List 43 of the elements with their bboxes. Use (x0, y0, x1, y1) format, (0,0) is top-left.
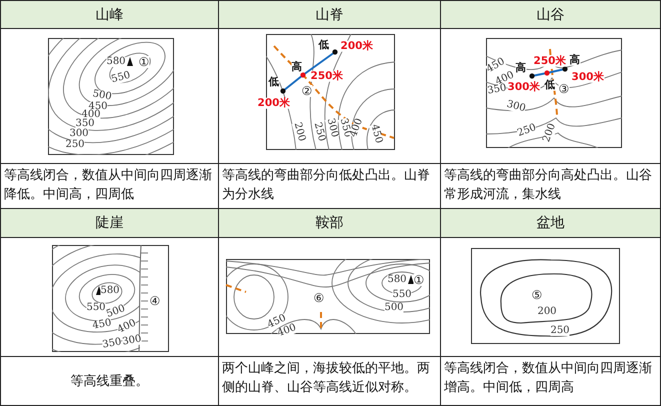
point-label: 高 (570, 54, 580, 66)
elevation-label: 300米 (572, 72, 604, 82)
region-number: ② (302, 85, 312, 97)
column-header: 山谷 (441, 1, 660, 28)
contour-value-label: 580 (100, 286, 120, 296)
contour-value-label: 580 (106, 57, 126, 67)
region-number: ④ (150, 295, 160, 307)
region-number: ⑥ (314, 292, 324, 304)
elevation-label: 200米 (340, 40, 374, 52)
contour-value-label: 500 (384, 303, 404, 313)
contour-value-label: 300 (69, 129, 89, 139)
region-number: ① (138, 56, 150, 68)
point-label: 低 (544, 80, 556, 90)
point-label: 低 (318, 40, 330, 50)
column-header: 鞍部 (219, 209, 440, 237)
contour-value-label: 400 (81, 110, 101, 120)
description-text: 等高线的弯曲部分向高处凸出。山谷常形成河流，集水线 (444, 167, 653, 204)
contour-value-label: 550 (86, 303, 106, 313)
contour-value-label: 250 (65, 140, 85, 150)
elevation-label: 250米 (534, 56, 566, 66)
column-header: 陡崖 (1, 209, 218, 237)
contour-value-label: 350 (75, 119, 95, 129)
column-header: 山脊 (219, 1, 440, 28)
elevation-label: 300米 (508, 82, 540, 92)
point-label: 高 (292, 62, 302, 72)
region-number: ⑤ (532, 289, 542, 301)
elevation-label: 250米 (310, 70, 344, 82)
description-text: 等高线闭合，数值从中间向四周逐渐增高。中间低，四周高 (444, 360, 653, 397)
elevation-label: 200米 (258, 98, 290, 108)
description-text: 两个山峰之间，海拔较低的平地。两侧的山脊、山谷等高线近似对称。 (222, 360, 431, 397)
description-text: 等高线闭合，数值从中间向四周逐渐降低。中间高，四周低 (4, 167, 213, 204)
region-number: ③ (558, 83, 570, 95)
column-header: 山峰 (1, 1, 218, 28)
contour-value-label: 580 (387, 275, 407, 285)
point-label: 低 (268, 76, 280, 88)
point-label: 高 (516, 62, 526, 74)
description-text: 等高线重叠。 (70, 373, 150, 391)
contour-value-label: 550 (392, 290, 412, 300)
contour-value-label: 250 (550, 326, 570, 336)
column-header: 盆地 (441, 209, 660, 237)
contour-value-label: 200 (537, 307, 557, 317)
description-text: 等高线的弯曲部分向低处凸出。山脊为分水线 (222, 167, 431, 204)
region-number: ① (414, 274, 424, 286)
